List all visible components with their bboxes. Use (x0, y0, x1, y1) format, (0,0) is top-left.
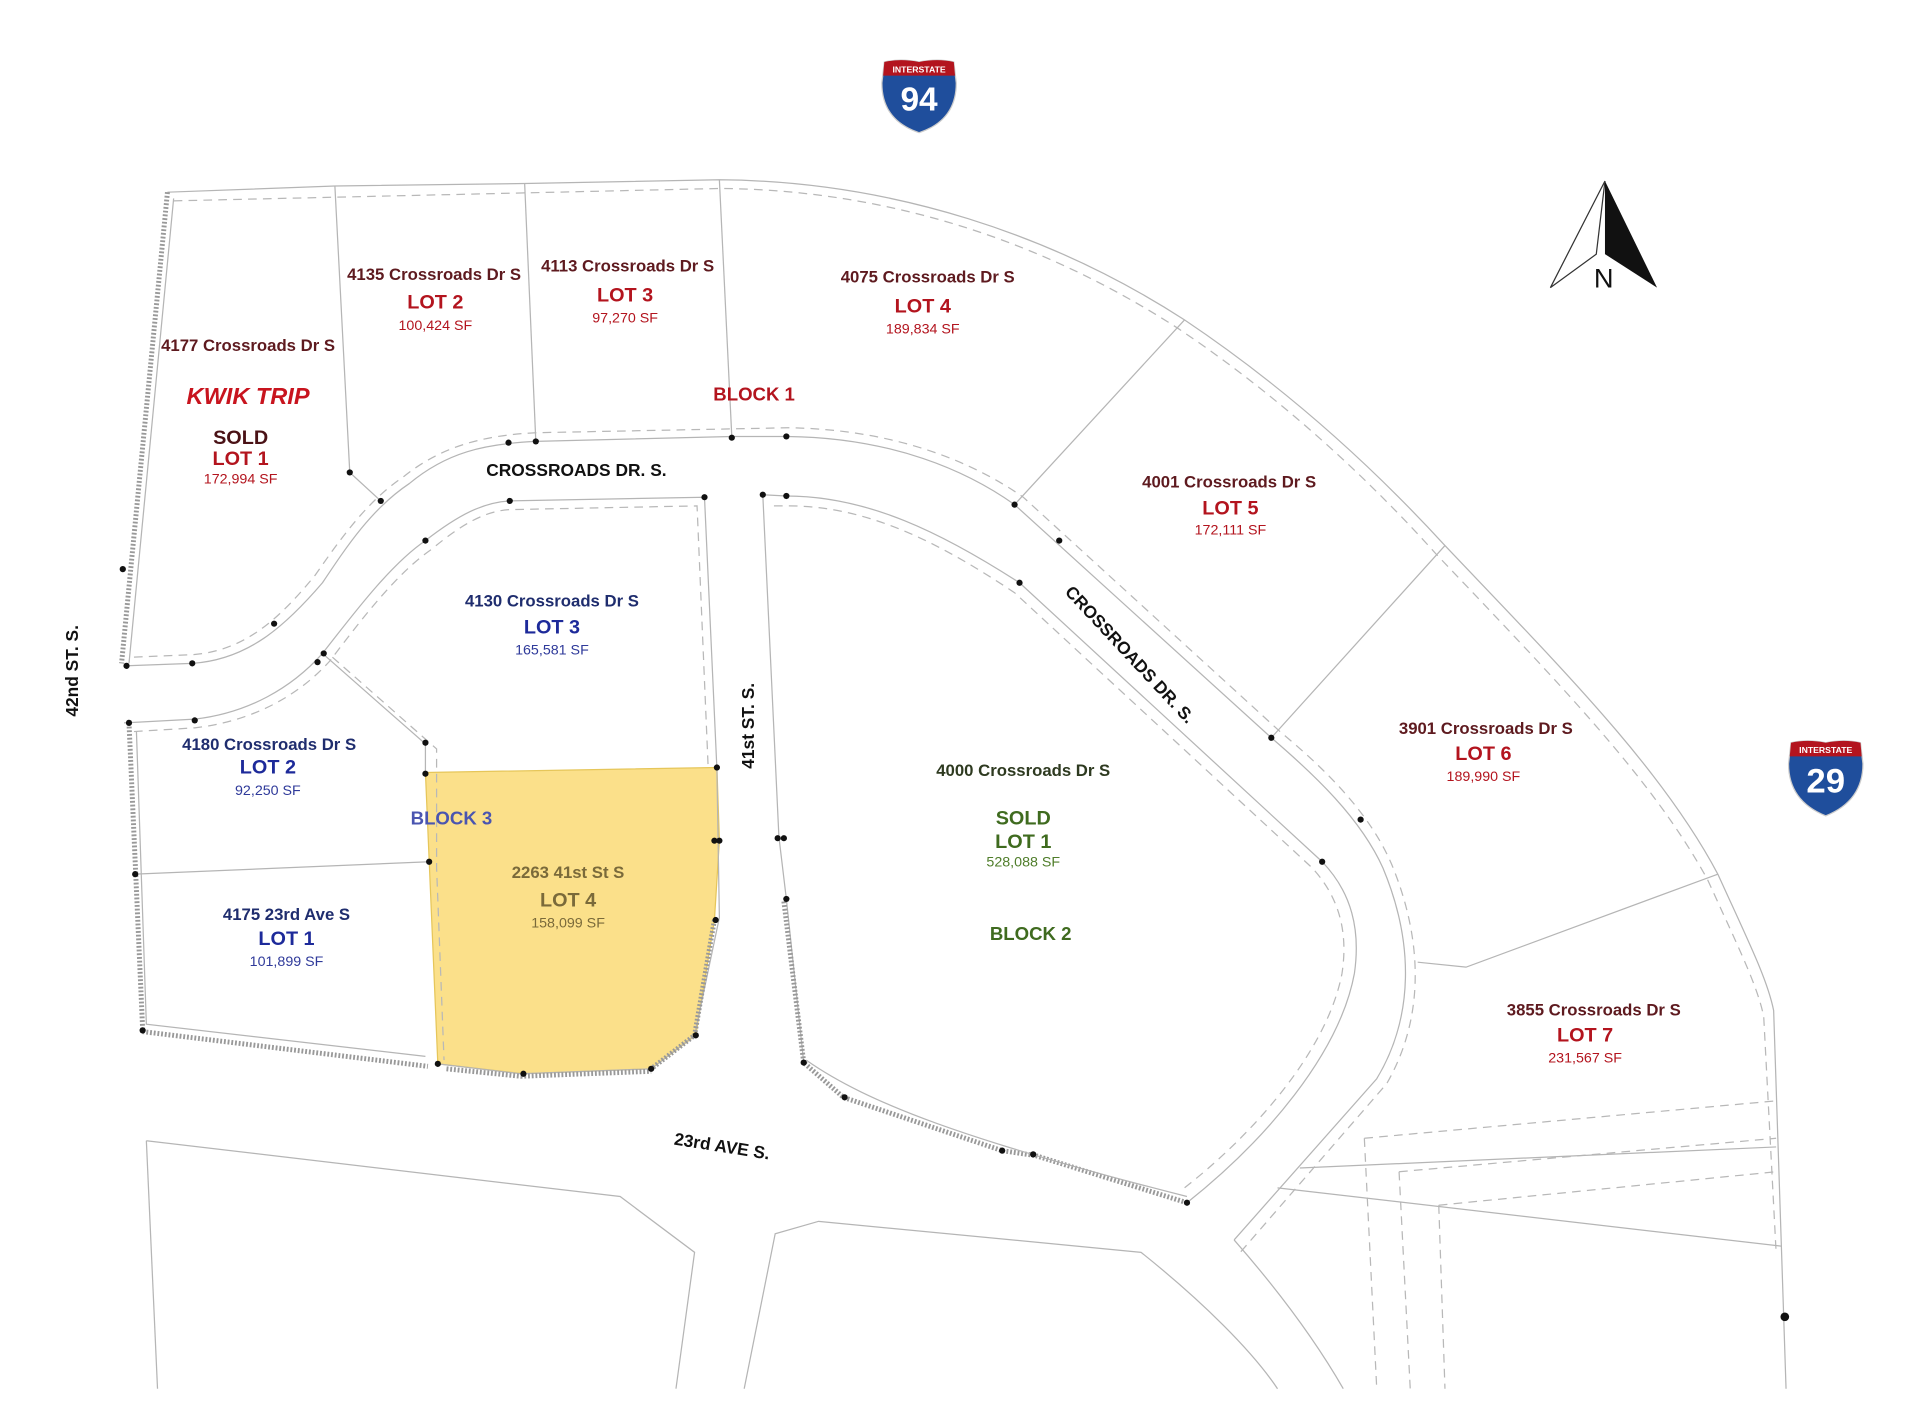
street-label-42nd: 42nd ST. S. (62, 625, 82, 717)
svg-text:172,111 SF: 172,111 SF (1195, 522, 1267, 538)
svg-text:LOT 4: LOT 4 (540, 889, 596, 911)
svg-text:LOT 7: LOT 7 (1557, 1025, 1613, 1047)
kwik-trip-logo: KWIK TRIP (187, 383, 310, 409)
svg-text:LOT 3: LOT 3 (524, 617, 580, 639)
shield-number: 29 (1806, 762, 1845, 800)
svg-text:LOT 6: LOT 6 (1455, 743, 1511, 765)
interstate-29-shield: INTERSTATE 29 (1787, 740, 1864, 817)
lot-b3-1[interactable]: 4175 23rd Ave S LOT 1 101,899 SF (223, 905, 350, 970)
shield-number: 94 (900, 81, 938, 118)
lot-b1-7[interactable]: 3855 Crossroads Dr S LOT 7 231,567 SF (1507, 1001, 1681, 1067)
svg-text:528,088 SF: 528,088 SF (986, 855, 1060, 871)
block-2-label: BLOCK 2 (990, 923, 1072, 944)
svg-text:4113 Crossroads Dr S: 4113 Crossroads Dr S (541, 257, 714, 276)
svg-text:LOT 5: LOT 5 (1202, 498, 1258, 520)
svg-text:97,270 SF: 97,270 SF (592, 310, 658, 326)
svg-text:101,899 SF: 101,899 SF (250, 954, 324, 970)
svg-text:4177 Crossroads Dr S: 4177 Crossroads Dr S (161, 336, 335, 355)
shield-label: INTERSTATE (892, 65, 945, 75)
svg-text:LOT 2: LOT 2 (240, 757, 296, 779)
svg-text:LOT 1: LOT 1 (258, 928, 314, 950)
svg-text:165,581 SF: 165,581 SF (515, 643, 589, 659)
shield-label: INTERSTATE (1799, 745, 1852, 755)
svg-text:LOT 2: LOT 2 (407, 292, 463, 314)
svg-text:4135 Crossroads Dr S: 4135 Crossroads Dr S (347, 265, 521, 284)
lot-b1-5[interactable]: 4001 Crossroads Dr S LOT 5 172,111 SF (1142, 472, 1316, 538)
lot-b1-1[interactable]: 4177 Crossroads Dr S KWIK TRIP SOLD LOT … (161, 336, 335, 488)
svg-text:158,099 SF: 158,099 SF (531, 915, 605, 931)
svg-text:92,250 SF: 92,250 SF (235, 783, 301, 799)
street-label-23rd: 23rd AVE S. (673, 1129, 771, 1164)
svg-text:LOT 3: LOT 3 (597, 284, 653, 306)
svg-text:4180 Crossroads Dr S: 4180 Crossroads Dr S (182, 735, 356, 754)
lot-b1-4[interactable]: 4075 Crossroads Dr S LOT 4 189,834 SF (841, 268, 1015, 338)
svg-text:4175 23rd Ave S: 4175 23rd Ave S (223, 905, 350, 924)
svg-text:LOT 1: LOT 1 (213, 448, 269, 470)
svg-text:4000 Crossroads Dr S: 4000 Crossroads Dr S (936, 761, 1110, 780)
svg-text:4001 Crossroads Dr S: 4001 Crossroads Dr S (1142, 472, 1316, 491)
svg-text:231,567 SF: 231,567 SF (1548, 1051, 1622, 1067)
svg-text:172,994 SF: 172,994 SF (204, 472, 278, 488)
lot-b1-2[interactable]: 4135 Crossroads Dr S LOT 2 100,424 SF (347, 265, 521, 334)
svg-text:4075 Crossroads Dr S: 4075 Crossroads Dr S (841, 268, 1015, 287)
svg-text:LOT 1: LOT 1 (995, 831, 1051, 853)
sold-status: SOLD (213, 427, 268, 449)
sold-status: SOLD (996, 808, 1051, 830)
survey-points (119, 433, 1790, 1322)
interstate-94-shield: INTERSTATE 94 (881, 59, 957, 134)
block-1-label: BLOCK 1 (713, 384, 795, 405)
svg-text:189,834 SF: 189,834 SF (886, 322, 960, 338)
lot-b2-1[interactable]: 4000 Crossroads Dr S SOLD LOT 1 528,088 … (936, 761, 1110, 871)
lot-b3-4[interactable]: 2263 41st St S LOT 4 158,099 SF (512, 863, 625, 932)
parcel-lines (119, 179, 1787, 1390)
north-arrow-icon: N (1549, 180, 1658, 294)
lot-b1-3[interactable]: 4113 Crossroads Dr S LOT 3 97,270 SF (541, 257, 714, 327)
svg-text:3901 Crossroads Dr S: 3901 Crossroads Dr S (1399, 719, 1573, 738)
lot-b3-2[interactable]: 4180 Crossroads Dr S LOT 2 92,250 SF (182, 735, 356, 799)
block-3-label: BLOCK 3 (411, 808, 493, 829)
lot-b3-3[interactable]: 4130 Crossroads Dr S LOT 3 165,581 SF (465, 591, 639, 658)
svg-text:189,990 SF: 189,990 SF (1447, 769, 1521, 785)
street-label-crossroads: CROSSROADS DR. S. (486, 460, 666, 480)
street-label-crossroads-diagonal: CROSSROADS DR. S. (1061, 582, 1199, 728)
svg-text:3855 Crossroads Dr S: 3855 Crossroads Dr S (1507, 1001, 1681, 1020)
street-label-41st: 41st ST. S. (738, 683, 758, 769)
svg-text:LOT 4: LOT 4 (895, 295, 951, 317)
north-label: N (1594, 263, 1614, 294)
svg-text:2263 41st St S: 2263 41st St S (512, 863, 625, 882)
svg-text:100,424 SF: 100,424 SF (398, 318, 472, 334)
svg-text:4130 Crossroads Dr S: 4130 Crossroads Dr S (465, 591, 639, 610)
lot-b1-6[interactable]: 3901 Crossroads Dr S LOT 6 189,990 SF (1399, 719, 1573, 785)
